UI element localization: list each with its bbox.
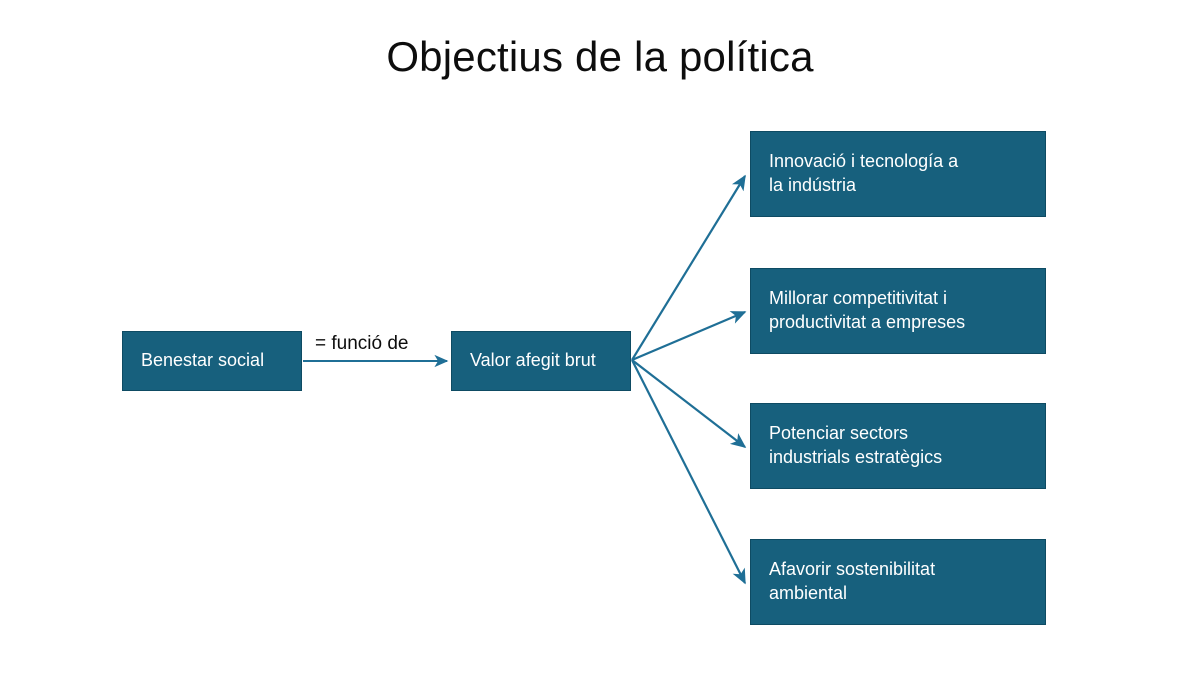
node-competitivitat-productivitat[interactable]: Millorar competitivitat i productivitat … xyxy=(750,268,1046,354)
connector-label-funcio-de: = funció de xyxy=(311,332,413,356)
node-label: Afavorir sostenibilitat ambiental xyxy=(769,559,936,603)
node-label: Innovació i tecnología a la indústria xyxy=(769,151,959,195)
node-sectors-estrategics[interactable]: Potenciar sectors industrials estratègic… xyxy=(750,403,1046,489)
node-benestar-social[interactable]: Benestar social xyxy=(122,331,302,391)
node-label: Benestar social xyxy=(141,350,265,371)
node-valor-afegit-brut[interactable]: Valor afegit brut xyxy=(451,331,631,391)
connector-vab-to-innovacio xyxy=(631,174,746,361)
node-label: Millorar competitivitat i productivitat … xyxy=(769,288,966,332)
node-label: Potenciar sectors industrials estratègic… xyxy=(769,423,943,467)
connector-vab-to-competitivitat xyxy=(631,310,747,362)
page-title: Objectius de la política xyxy=(386,33,814,80)
connector-vab-to-sectors xyxy=(631,359,747,448)
node-label: Valor afegit brut xyxy=(470,350,596,371)
node-innovacio-tecnologia[interactable]: Innovació i tecnología a la indústria xyxy=(750,131,1046,217)
node-sostenibilitat-ambiental[interactable]: Afavorir sostenibilitat ambiental xyxy=(750,539,1046,625)
connector-vab-to-sostenibilitat xyxy=(631,359,746,585)
